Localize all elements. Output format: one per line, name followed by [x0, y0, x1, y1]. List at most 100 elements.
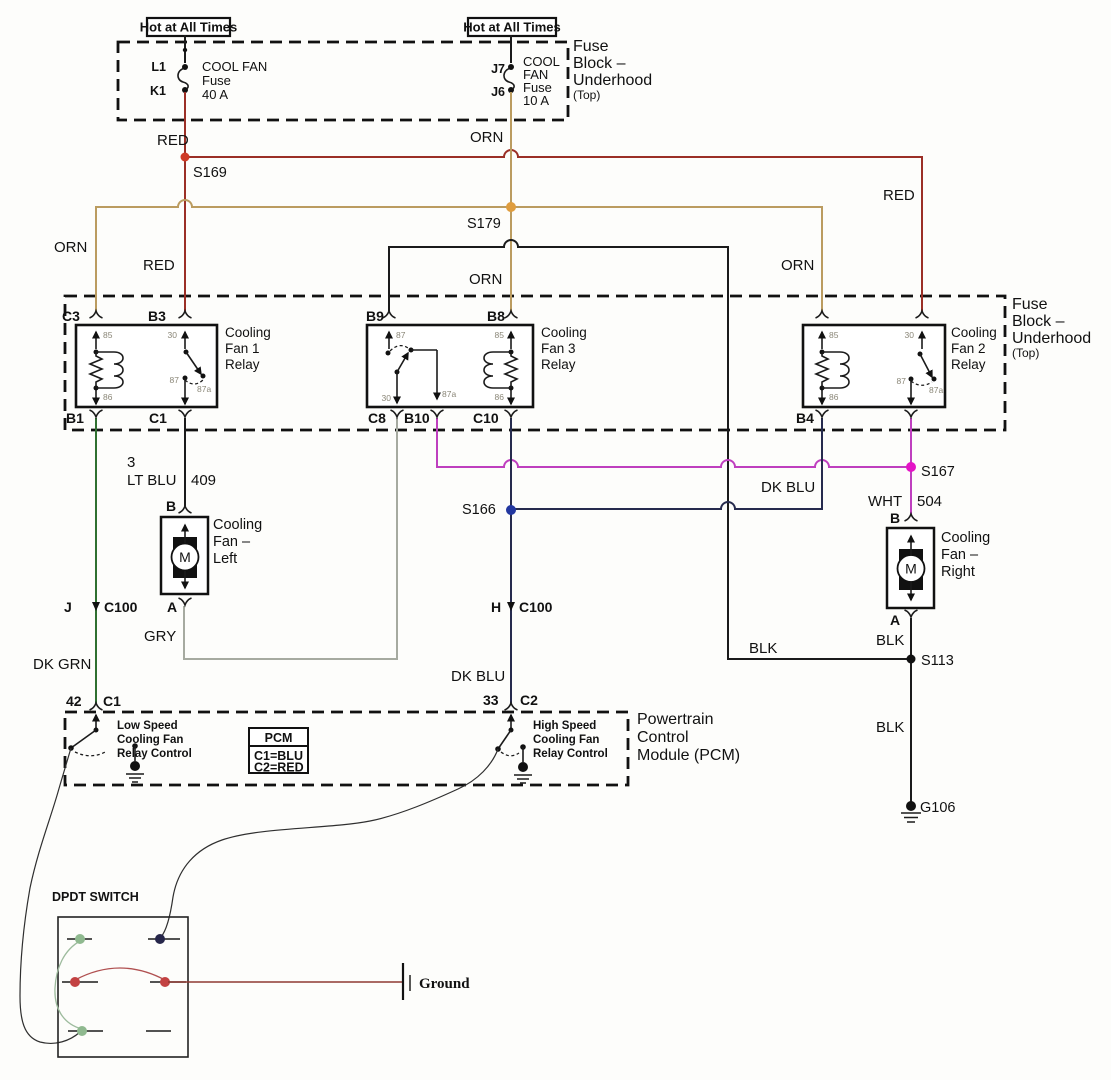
relay3-pin86: 86	[495, 392, 505, 402]
pcm-high-label-1: High Speed	[533, 720, 596, 732]
relay3-resistor	[502, 352, 520, 388]
chevron-c10	[503, 409, 519, 418]
relay3-name-1: Cooling	[541, 325, 587, 340]
label-orn-relay2: ORN	[781, 257, 814, 274]
lead-low-speed-curve	[19, 747, 81, 1044]
ground-g106-dot	[906, 801, 916, 811]
fanleft-motor-m: M	[179, 549, 191, 565]
conn-42: 42	[66, 693, 82, 709]
fuse10-name2: FAN	[523, 67, 548, 82]
dpdt-term5-dot	[77, 1026, 87, 1036]
fuse-block-top-outline	[116, 40, 570, 122]
fuse-block-top-label-1: Fuse	[573, 38, 609, 55]
ground-label: Ground	[419, 976, 470, 992]
pcm-outline	[63, 710, 630, 787]
label-gry: GRY	[144, 628, 176, 645]
pcm-module-label-1: Powertrain	[637, 711, 713, 728]
fuse-block-mid-label-1: Fuse	[1012, 296, 1048, 313]
wire-gry-c8-fan	[183, 418, 398, 660]
hot-label-left: Hot at All Times	[140, 20, 238, 35]
fuse10-pin-bot: J6	[491, 85, 505, 99]
fuse40-name: COOL FAN	[202, 59, 267, 74]
fuse40-pin-top: L1	[151, 60, 166, 74]
lead-high-speed-curve	[160, 748, 499, 938]
relay2-pin86: 86	[829, 392, 839, 402]
relay1-term-c3: C3	[62, 308, 80, 324]
relay-cooling-fan-2: 85 86 30 87 87a Cooling Fan 2 Relay B4	[796, 323, 997, 426]
cooling-fan-right: B M Cooling Fan – Right A	[885, 510, 990, 628]
pcm-high-arm	[497, 729, 512, 750]
pcm-high-throw-arc	[500, 751, 520, 757]
relay3-throw-arc	[389, 344, 409, 352]
fanleft-term-a: A	[167, 599, 177, 615]
wire-red-bus	[185, 149, 923, 311]
dpdt-red-link-curve	[74, 967, 166, 981]
fuse-block-mid-outline	[63, 294, 1007, 432]
chevron-relay2-tr	[914, 310, 930, 319]
relay3-name-2: Fan 3	[541, 341, 576, 356]
fanright-name-2: Fan –	[941, 547, 979, 563]
pcm-idbox	[248, 727, 309, 774]
relay2-pin30: 30	[905, 330, 915, 340]
dpdt-term1-dot	[75, 934, 85, 944]
chevron-c1	[177, 409, 193, 418]
chevron-b8	[503, 310, 519, 319]
relay1-pin87a: 87a	[197, 384, 211, 394]
relay2-name-2: Fan 2	[951, 341, 986, 356]
relay3-name-3: Relay	[541, 357, 576, 372]
fanright-name-3: Right	[941, 564, 975, 580]
pcm: Low Speed Cooling Fan Relay Control High…	[68, 711, 740, 784]
fanleft-term-b: B	[166, 498, 176, 514]
label-orn-b8: ORN	[469, 271, 502, 288]
fuse40-pin-bot-dot	[182, 87, 188, 93]
pcm-low-label-2: Cooling Fan	[117, 734, 183, 746]
fuse10-pin-top-dot	[508, 64, 514, 70]
chevron-b10	[429, 409, 445, 418]
dpdt-box	[57, 916, 189, 1058]
splice-s179-dot	[506, 202, 516, 212]
chevron-fanleft-b	[177, 505, 193, 514]
relay1-coil	[96, 351, 124, 389]
fuse10-name1: COOL	[523, 54, 560, 69]
pcm-high-gnd-hash	[514, 774, 532, 784]
pcm-low-arm	[70, 729, 97, 749]
splice-s179-label: S179	[467, 216, 501, 232]
fuse40-pin-top-dot	[182, 64, 188, 70]
relay1-pin86: 86	[103, 392, 113, 402]
g106-ground-hash	[901, 812, 921, 823]
chevron-c3	[88, 310, 104, 319]
connector-labels: J C100 H C100 42 C1 33 C2	[64, 599, 553, 709]
relay1-name-1: Cooling	[225, 325, 271, 340]
chevron-pcm-c2	[503, 702, 519, 711]
relay2-resistor	[813, 352, 831, 388]
label-dkgrn: DK GRN	[33, 656, 91, 673]
conn-h: H	[491, 599, 501, 615]
conn-c100-left: C100	[104, 599, 138, 615]
fuse40-element	[177, 67, 189, 91]
label-orn-left: ORN	[54, 239, 87, 256]
relay2-87a-dot	[931, 376, 937, 382]
c100-connector-arrow-left	[92, 602, 100, 611]
chevron-pcm-c1	[88, 702, 104, 711]
relay2-switch-arm	[919, 353, 933, 379]
fanleft-name-1: Cooling	[213, 517, 262, 533]
relay1-pin85: 85	[103, 330, 113, 340]
pcm-high-gnd-ball	[518, 762, 528, 772]
fanright-name-1: Cooling	[941, 530, 990, 546]
fanright-motor-m: M	[905, 561, 917, 577]
relay1-term-b3: B3	[148, 308, 166, 324]
pcm-high-label-2: Cooling Fan	[533, 734, 599, 746]
chevron-b3	[177, 310, 193, 319]
chevron-relay2-br	[903, 409, 919, 418]
splice-s167-dot	[906, 462, 916, 472]
ground-g106-label: G106	[920, 800, 955, 816]
relay3-pin30: 30	[382, 393, 392, 403]
relay1-87a-dot	[200, 373, 206, 379]
relay1-resistor	[87, 352, 105, 388]
chevron-c8	[389, 409, 405, 418]
fuse10-pin-top: J7	[491, 62, 505, 76]
pcm-low-label-3: Relay Control	[117, 748, 192, 760]
relay2-pin87a: 87a	[929, 385, 943, 395]
splices: S169 S179 S166 S167 S113 G106	[180, 152, 955, 823]
relay3-term-b8: B8	[487, 308, 505, 324]
